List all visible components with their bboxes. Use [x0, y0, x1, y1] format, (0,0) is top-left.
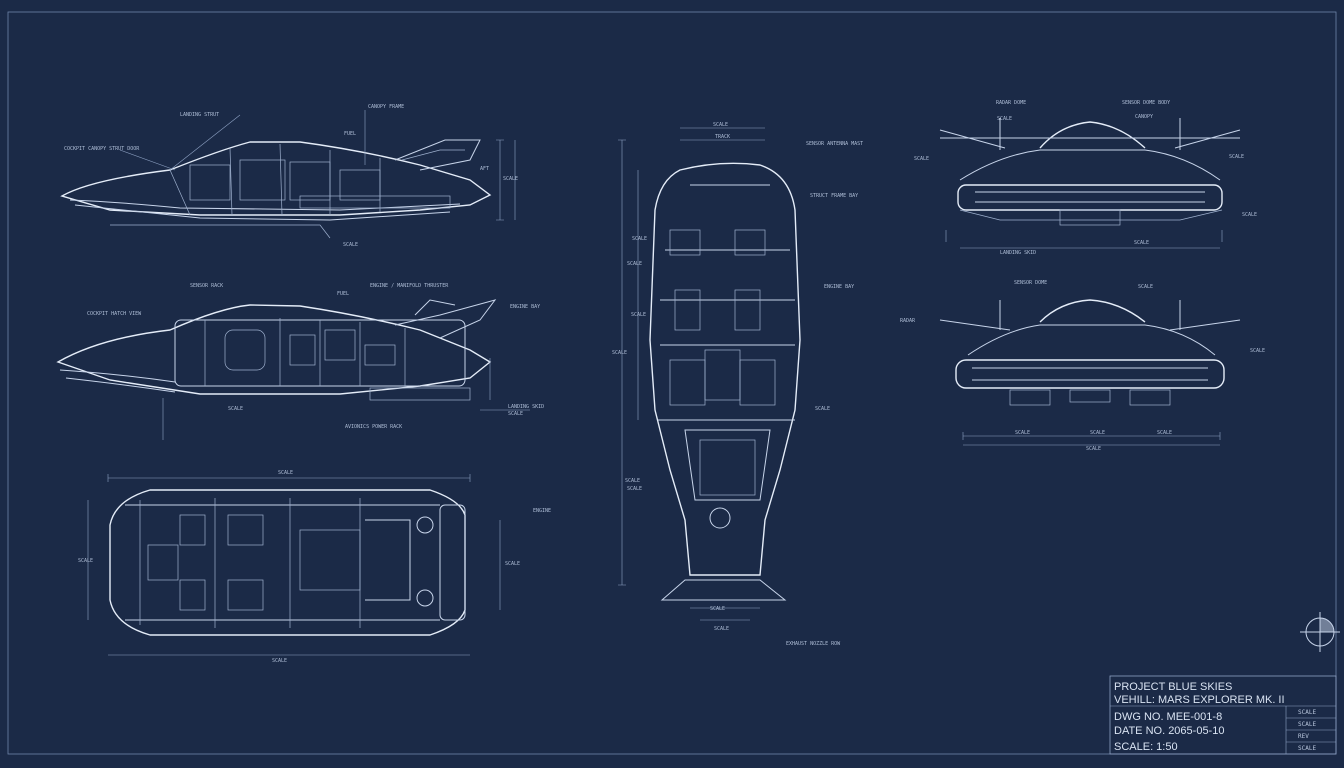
- label-top-2: SENSOR ANTENNA MAST: [806, 141, 863, 147]
- label-plan-1: SCALE: [272, 658, 287, 664]
- front-view-top: RADAR DOME SENSOR DOME BODY CANOPY SCALE…: [914, 100, 1257, 256]
- title-cell-0: SCALE: [1298, 709, 1316, 716]
- label-front-bot-0: SENSOR DOME: [1014, 280, 1047, 286]
- drawing-scale: SCALE: 1:50: [1114, 741, 1178, 753]
- label-front-top-5: SCALE: [1229, 154, 1244, 160]
- title-cell-1: SCALE: [1298, 721, 1316, 728]
- plan-view: SCALE SCALE SCALE ENGINE SCALE: [78, 470, 551, 664]
- label-top-6: SCALE: [631, 312, 646, 318]
- label-top-14: EXHAUST NOZZLE ROW: [786, 641, 841, 647]
- label-front-bot-7: SCALE: [1086, 446, 1101, 452]
- label-top-1: TRACK: [715, 134, 730, 140]
- label-front-top-1: SENSOR DOME BODY: [1122, 100, 1170, 106]
- label-side-top-5: SCALE: [503, 176, 518, 182]
- label-side-top-2: CANOPY FRAME: [368, 104, 404, 110]
- label-side-top-3: FUEL: [344, 131, 356, 137]
- project-name: PROJECT BLUE SKIES: [1114, 681, 1232, 693]
- title-cell-3: SCALE: [1298, 745, 1316, 752]
- label-top-10: SCALE: [625, 478, 640, 484]
- vehicle-name: VEHILL: MARS EXPLORER MK. II: [1114, 694, 1285, 706]
- label-side-sec-8: AVIONICS POWER RACK: [345, 424, 402, 430]
- label-front-top-4: SCALE: [914, 156, 929, 162]
- title-cell-2: REV: [1298, 733, 1309, 740]
- label-front-top-7: LANDING SKID: [1000, 250, 1036, 256]
- label-side-sec-0: SENSOR RACK: [190, 283, 223, 289]
- side-view-section: SENSOR RACK COCKPIT HATCH VIEW FUEL ENGI…: [56, 283, 544, 440]
- label-front-bot-2: RADAR: [900, 318, 916, 324]
- label-top-3: STRUCT FRAME BAY: [810, 193, 858, 199]
- label-side-sec-2: FUEL: [337, 291, 349, 297]
- label-front-bot-4: SCALE: [1015, 430, 1030, 436]
- circle-crosshair-icon: [1300, 612, 1340, 652]
- label-side-sec-7: SCALE: [508, 411, 523, 417]
- label-front-top-8: SCALE: [1134, 240, 1149, 246]
- side-view-top: LANDING STRUT COCKPIT CANOPY STRUT DOOR …: [60, 104, 518, 248]
- label-plan-2: SCALE: [78, 558, 93, 564]
- label-top-12: SCALE: [710, 606, 725, 612]
- label-top-8: ENGINE BAY: [824, 284, 854, 290]
- drawing-number: DWG NO. MEE-001-8: [1114, 711, 1222, 723]
- label-side-top-1: COCKPIT CANOPY STRUT DOOR: [64, 146, 140, 152]
- label-front-top-6: SCALE: [1242, 212, 1257, 218]
- title-block: PROJECT BLUE SKIES VEHILL: MARS EXPLORER…: [1109, 675, 1337, 755]
- sheet-border: [7, 11, 1337, 755]
- label-side-top-4: AFT: [480, 166, 489, 172]
- label-front-top-3: SCALE: [997, 116, 1012, 122]
- front-view-bottom: SENSOR DOME SCALE RADAR SCALE SCALE SCAL…: [900, 280, 1265, 452]
- label-plan-0: SCALE: [278, 470, 293, 476]
- label-side-top-6: SCALE: [343, 242, 358, 248]
- label-front-bot-3: SCALE: [1250, 348, 1265, 354]
- label-front-top-0: RADAR DOME: [996, 100, 1026, 106]
- label-front-top-2: CANOPY: [1135, 114, 1153, 120]
- date-number: DATE NO. 2065-05-10: [1114, 725, 1224, 737]
- label-plan-3: ENGINE: [533, 508, 551, 514]
- label-side-sec-1: COCKPIT HATCH VIEW: [87, 311, 142, 317]
- label-top-0: SCALE: [713, 122, 728, 128]
- label-side-sec-4: ENGINE BAY: [510, 304, 540, 310]
- label-top-7: SCALE: [612, 350, 627, 356]
- label-front-bot-6: SCALE: [1157, 430, 1172, 436]
- label-top-9: SCALE: [815, 406, 830, 412]
- label-top-5: SCALE: [627, 261, 642, 267]
- top-view: SCALE TRACK SENSOR ANTENNA MAST STRUCT F…: [612, 122, 863, 647]
- label-side-sec-5: SCALE: [228, 406, 243, 412]
- label-top-4: SCALE: [632, 236, 647, 242]
- label-top-11: SCALE: [627, 486, 642, 492]
- label-plan-4: SCALE: [505, 561, 520, 567]
- label-front-bot-1: SCALE: [1138, 284, 1153, 290]
- label-side-top-0: LANDING STRUT: [180, 112, 219, 118]
- label-top-13: SCALE: [714, 626, 729, 632]
- label-side-sec-3: ENGINE / MANIFOLD THRUSTER: [370, 283, 449, 289]
- label-front-bot-5: SCALE: [1090, 430, 1105, 436]
- label-side-sec-6: LANDING SKID: [508, 404, 544, 410]
